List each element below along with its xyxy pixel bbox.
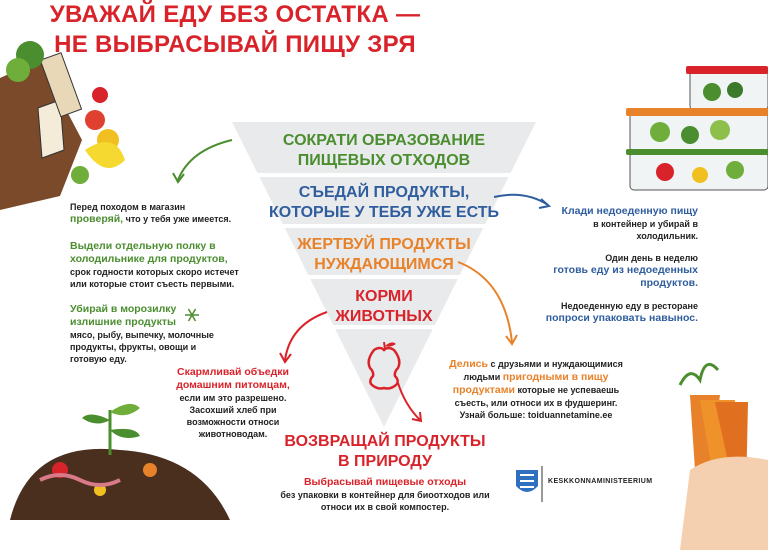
waste-pyramid	[232, 122, 536, 427]
compost-icon	[10, 403, 230, 520]
carrots-icon	[678, 362, 768, 550]
ministry-logo-text: Keskkonnaministeerium	[548, 478, 653, 485]
tier4-line1: КОРМИ	[355, 288, 413, 305]
tier5-line2: В ПРИРОДУ	[338, 453, 432, 470]
tip-animals: Скармливай объедки домашним питомцам, ес…	[176, 366, 290, 439]
arrow-green	[177, 139, 233, 181]
tier1-line2: ПИЩЕВЫХ ОТХОДОВ	[297, 152, 471, 169]
tier-return-to-nature: ВОЗВРАЩАЙ ПРОДУКТЫ В ПРИРОДУ	[270, 432, 500, 472]
grocery-bag-icon	[0, 41, 125, 210]
tier4-line2: ЖИВОТНЫХ	[335, 308, 433, 325]
snowflake-icon	[185, 308, 199, 322]
tip-restaurant: Недоеденную еду в ресторане попроси упак…	[545, 301, 698, 324]
tip-check-before-shop: Перед походом в магазин проверяй, что у …	[70, 202, 232, 225]
tier-eat-existing: СЪЕДАЙ ПРОДУКТЫ, КОТОРЫЕ У ТЕБЯ УЖЕ ЕСТЬ	[262, 183, 506, 223]
share-link: Узнай больше: toiduannetamine.ee	[459, 410, 613, 420]
tip-freezer: Убирай в морозилку излишние продукты мяс…	[70, 303, 214, 364]
title-line-2: НЕ ВЫБРАСЫВАЙ ПИЩУ ЗРЯ	[54, 31, 416, 58]
arrow-orange	[457, 261, 513, 343]
tip-share: Делись с друзьями и нуждающимися людьми …	[436, 358, 636, 421]
tier2-line2: КОТОРЫЕ У ТЕБЯ УЖЕ ЕСТЬ	[268, 204, 499, 221]
tip-fridge-shelf: Выдели отдельную полку в холодильнике дл…	[70, 240, 239, 289]
tier-feed-animals: КОРМИ ЖИВОТНЫХ	[319, 287, 449, 327]
tip-leftover-day: Один день в неделю готовь еду из недоеде…	[553, 253, 698, 289]
arrow-red-down	[397, 382, 421, 421]
tier-donate: ЖЕРТВУЙ ПРОДУКТЫ НУЖДАЮЩИМСЯ	[285, 235, 483, 275]
coat-of-arms-icon	[516, 470, 538, 492]
food-containers-icon	[626, 66, 768, 191]
title-line-1: УВАЖАЙ ЕДУ БЕЗ ОСТАТКА —	[49, 1, 421, 28]
tier2-line1: СЪЕДАЙ ПРОДУКТЫ,	[298, 184, 470, 201]
tier3-line2: НУЖДАЮЩИМСЯ	[314, 256, 454, 273]
apple-core-icon	[367, 341, 401, 390]
arrow-red-left	[284, 311, 328, 361]
tier5-line1: ВОЗВРАЩАЙ ПРОДУКТЫ	[284, 433, 486, 450]
tip-nature: Выбрасывай пищевые отходы без упаковки в…	[280, 476, 490, 512]
arrows	[172, 139, 552, 423]
pyramid-shape	[232, 122, 536, 427]
tier-reduce-waste: СОКРАТИ ОБРАЗОВАНИЕ ПИЩЕВЫХ ОТХОДОВ	[268, 131, 500, 171]
tip-container: Клади недоеденную пищу в контейнер и уби…	[561, 205, 698, 241]
tier1-line1: СОКРАТИ ОБРАЗОВАНИЕ	[282, 132, 486, 149]
tier3-line1: ЖЕРТВУЙ ПРОДУКТЫ	[297, 236, 471, 253]
page-title: УВАЖАЙ ЕДУ БЕЗ ОСТАТКА — НЕ ВЫБРАСЫВАЙ П…	[0, 0, 470, 60]
